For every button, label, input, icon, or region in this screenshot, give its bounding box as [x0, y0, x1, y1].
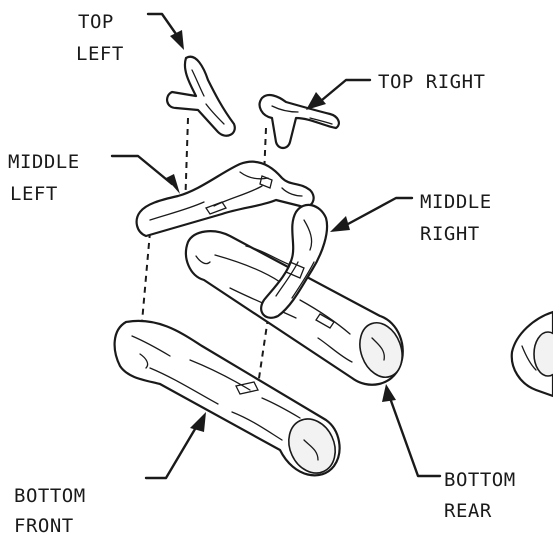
- label-top-left-line1: TOP: [78, 11, 114, 33]
- log-top-right: [260, 95, 339, 148]
- arrowhead-middle-right: [330, 216, 350, 232]
- label-middle-right-line1: MIDDLE: [420, 191, 492, 213]
- log-partial-right-edge: [512, 312, 553, 396]
- guide-middle-right-to-bottom-front: [258, 318, 268, 385]
- leader-bottom-rear: [390, 398, 440, 476]
- leader-top-right: [322, 80, 370, 100]
- leader-middle-right: [348, 198, 412, 224]
- log-top-left: [167, 57, 235, 136]
- arrowhead-bottom-front: [190, 412, 206, 432]
- label-top-left-line2: LEFT: [76, 43, 124, 65]
- leader-top-left: [148, 14, 176, 34]
- label-middle-right-line2: RIGHT: [420, 223, 480, 245]
- label-bottom-rear-line1: BOTTOM: [444, 469, 516, 491]
- label-middle-left-line2: LEFT: [10, 183, 58, 205]
- label-middle-left-line1: MIDDLE: [8, 151, 80, 173]
- guide-middle-left-to-bottom-front: [142, 232, 150, 322]
- leader-middle-left: [112, 156, 172, 184]
- label-top-right: TOP RIGHT: [378, 71, 485, 93]
- label-bottom-front-line2: FRONT: [14, 515, 74, 537]
- arrowhead-bottom-rear: [382, 384, 396, 402]
- label-bottom-front-line1: BOTTOM: [14, 485, 86, 507]
- arrowhead-top-left: [170, 30, 184, 50]
- label-bottom-rear-line2: REAR: [444, 500, 492, 522]
- leader-bottom-front: [146, 424, 198, 478]
- log-middle-left: [137, 162, 314, 236]
- arrowhead-middle-left: [166, 174, 180, 194]
- arrowhead-top-right: [306, 92, 326, 110]
